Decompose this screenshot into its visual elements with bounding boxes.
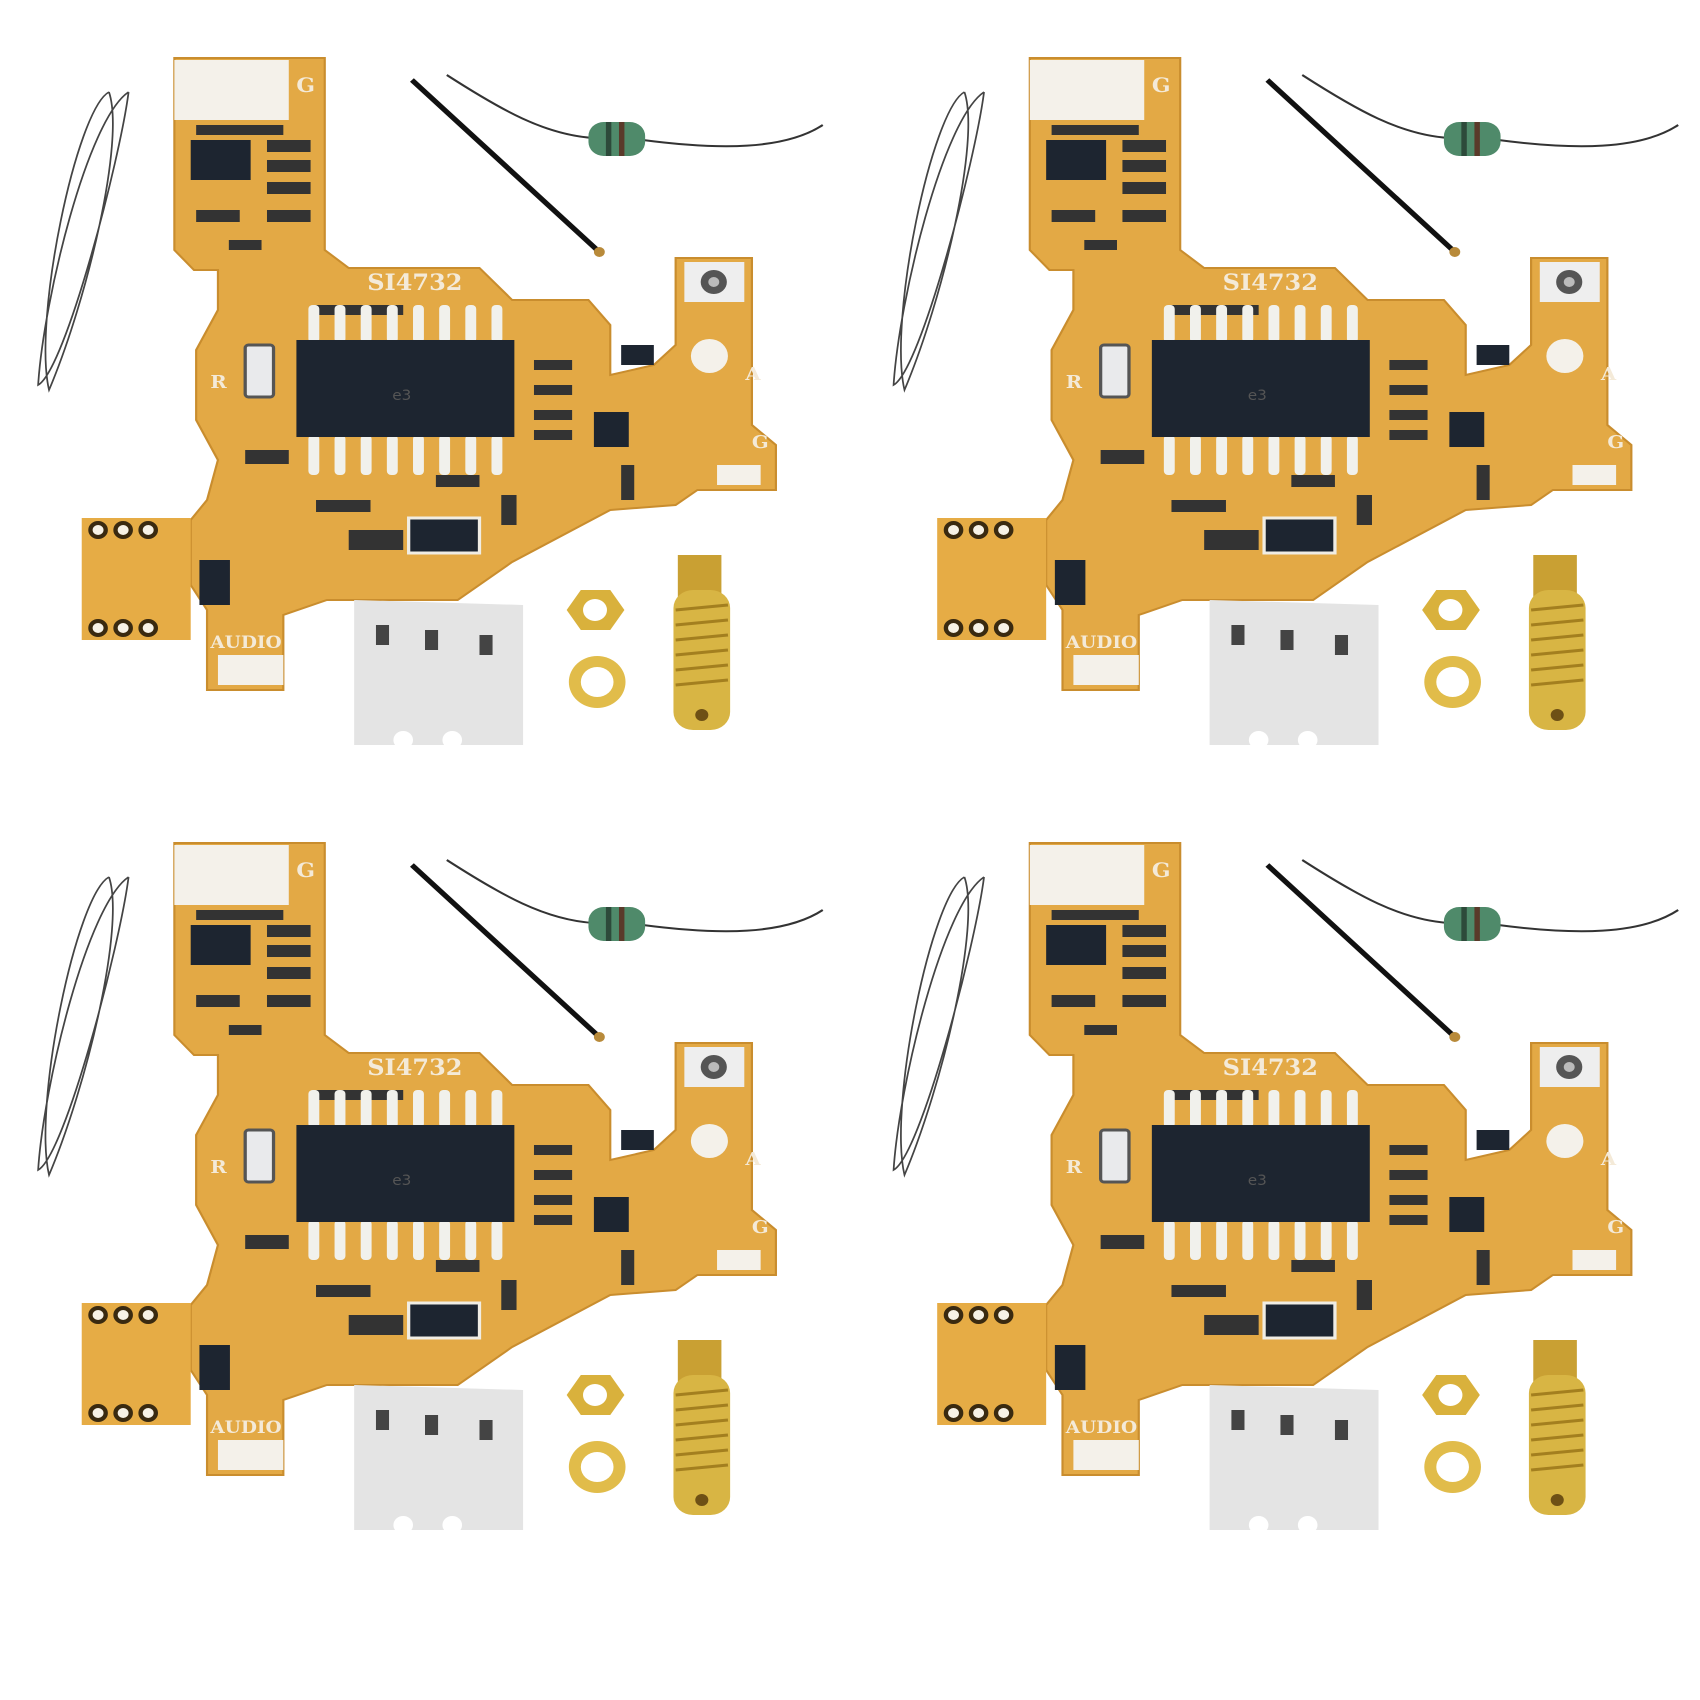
label-audio: AUDIO [209, 633, 281, 653]
label-a: A [744, 1149, 761, 1170]
label-audio: AUDIO [1065, 633, 1137, 653]
label-chip: SI4732 [367, 1055, 462, 1081]
label-top-g: G [296, 858, 315, 882]
chip-mark: e3 [392, 388, 411, 404]
label-g: G [1607, 1217, 1624, 1238]
module-4: G SI4732 R A G AUDIO e3 [894, 843, 1679, 1534]
label-r: R [210, 372, 227, 393]
label-top-g: G [1152, 858, 1171, 882]
label-r: R [1066, 1157, 1083, 1178]
label-a: A [1600, 1149, 1617, 1170]
chip-mark: e3 [392, 1173, 411, 1189]
label-audio: AUDIO [209, 1418, 281, 1438]
label-r: R [210, 1157, 227, 1178]
label-chip: SI4732 [367, 270, 462, 296]
label-chip: SI4732 [1223, 1055, 1318, 1081]
module-3: G SI4732 R A G AUDIO e3 [38, 843, 823, 1534]
label-r: R [1066, 372, 1083, 393]
label-audio: AUDIO [1065, 1418, 1137, 1438]
chip-mark: e3 [1248, 1173, 1267, 1189]
label-top-g: G [1152, 73, 1171, 97]
chip-mark: e3 [1248, 388, 1267, 404]
label-g: G [752, 432, 769, 453]
label-chip: SI4732 [1223, 270, 1318, 296]
label-g: G [1607, 432, 1624, 453]
label-a: A [744, 364, 761, 385]
module-2: G SI4732 R A G AUDIO e3 [894, 58, 1679, 749]
label-g: G [752, 1217, 769, 1238]
label-a: A [1600, 364, 1617, 385]
module-1: G SI4732 R A G AUDIO e3 [38, 58, 823, 749]
label-top-g: G [296, 73, 315, 97]
